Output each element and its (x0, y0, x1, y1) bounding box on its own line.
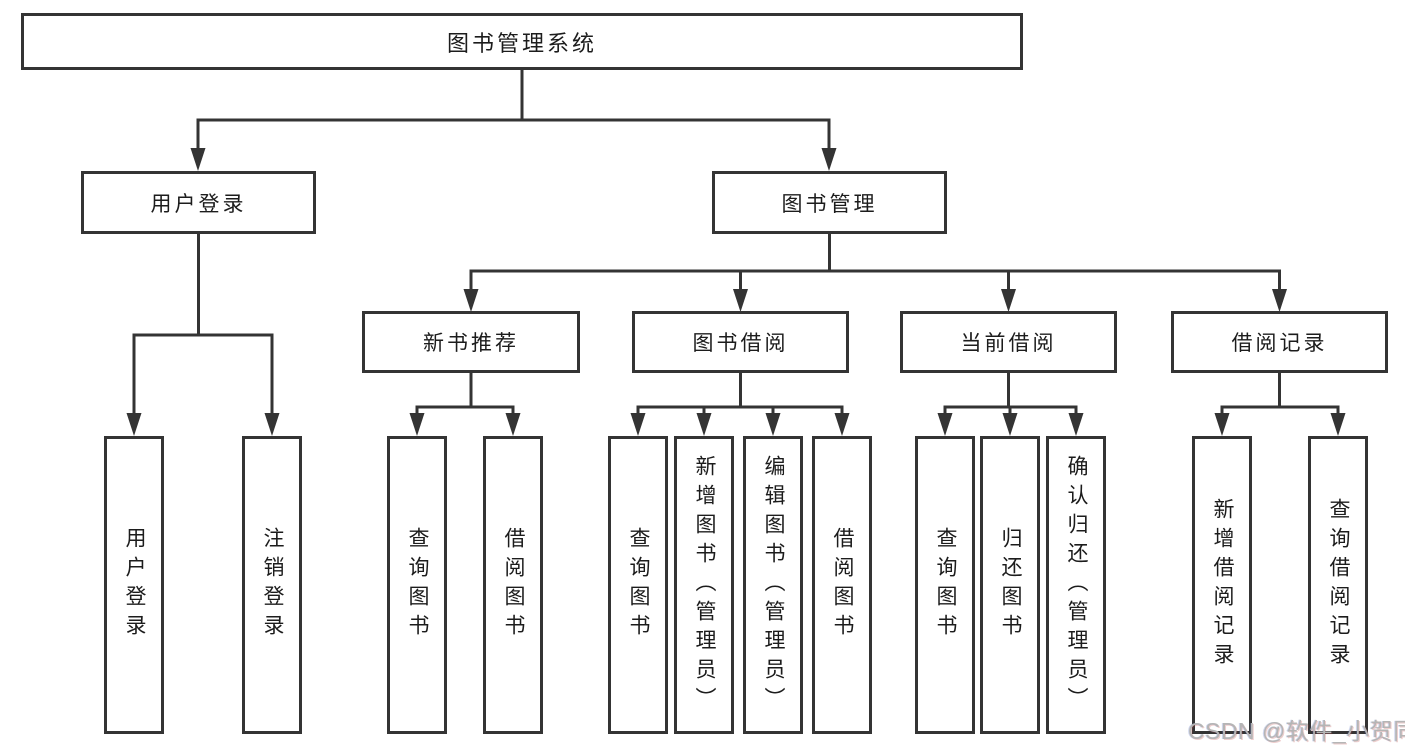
arrowheads (126, 148, 1346, 436)
node-root-system: 图书管理系统 (21, 13, 1023, 70)
arrow-icon (264, 413, 280, 436)
node-add-books-admin: 新增图书（管理员） (674, 436, 734, 734)
node-query-books-borrow: 查询图书 (608, 436, 668, 734)
arrow-icon (1272, 289, 1287, 312)
node-edit-books-admin: 编辑图书（管理员） (743, 436, 803, 734)
arrow-icon (765, 413, 781, 436)
arrow-icon (409, 413, 425, 436)
node-user-login: 用户登录 (81, 171, 316, 234)
arrow-icon (937, 413, 953, 436)
watermark: CSDN @软件_小贺同学 (1188, 718, 1405, 744)
node-borrow-books-recommend: 借阅图书 (483, 436, 543, 734)
node-current-borrowing: 当前借阅 (900, 311, 1117, 373)
node-add-borrow-record: 新增借阅记录 (1192, 436, 1252, 734)
arrow-icon (463, 289, 479, 312)
arrow-icon (1002, 413, 1018, 436)
node-return-books: 归还图书 (980, 436, 1040, 734)
arrow-icon (834, 413, 850, 436)
node-query-books-current: 查询图书 (915, 436, 975, 734)
node-book-borrowing: 图书借阅 (632, 311, 849, 373)
node-book-management: 图书管理 (712, 171, 947, 234)
arrow-icon (733, 289, 748, 312)
node-logout-leaf: 注销登录 (242, 436, 302, 734)
node-query-borrow-record: 查询借阅记录 (1308, 436, 1368, 734)
node-confirm-return-admin: 确认归还（管理员） (1046, 436, 1106, 734)
arrow-icon (190, 148, 206, 171)
arrow-icon (1330, 413, 1346, 436)
arrow-icon (1068, 413, 1084, 436)
connector-lines (132, 68, 1340, 414)
arrow-icon (821, 148, 837, 171)
arrow-icon (696, 413, 712, 436)
arrow-icon (1214, 413, 1230, 436)
arrow-icon (126, 413, 142, 436)
node-borrow-books: 借阅图书 (812, 436, 872, 734)
arrow-icon (630, 413, 646, 436)
node-borrowing-records: 借阅记录 (1171, 311, 1388, 373)
arrow-icon (505, 413, 521, 436)
node-new-book-recommendation: 新书推荐 (362, 311, 580, 373)
arrow-icon (1001, 289, 1016, 312)
node-login-leaf: 用户登录 (104, 436, 164, 734)
node-query-books-recommend: 查询图书 (387, 436, 447, 734)
